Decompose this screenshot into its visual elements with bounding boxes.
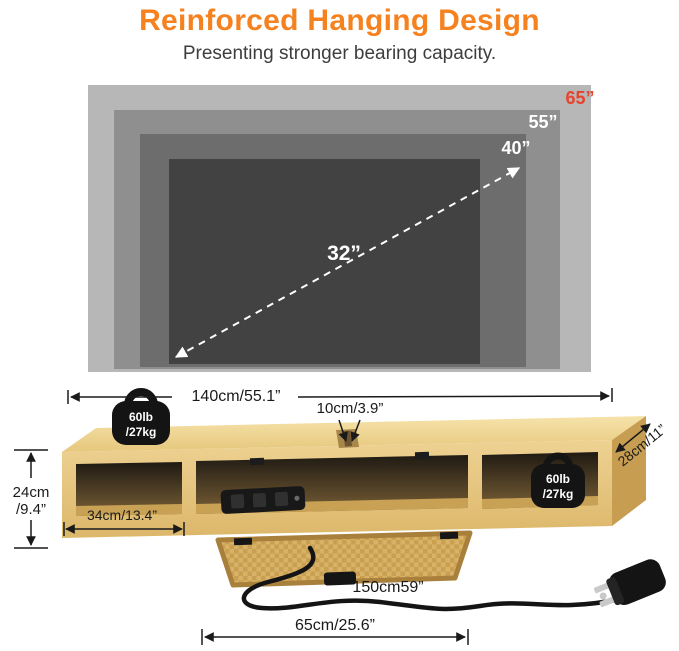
- plug-face: [606, 577, 625, 606]
- compartment-left-floor: [76, 504, 182, 516]
- dimension-center-gap: 10cm/3.9”: [317, 400, 384, 442]
- weight-label-line1: 60lb: [546, 472, 570, 486]
- dimension-height: 24cm /9.4”: [13, 449, 50, 549]
- weight-body: [531, 464, 585, 508]
- weight-icon-right: 60lb /27kg: [531, 452, 585, 508]
- compartment-middle: [196, 451, 468, 514]
- page-title: Reinforced Hanging Design: [139, 4, 540, 37]
- dim-label-height-line2: /9.4”: [16, 501, 46, 518]
- power-strip-led: [294, 495, 300, 501]
- hinge-bracket-right: [414, 451, 430, 460]
- dim-arrow: [615, 423, 651, 453]
- dim-label-center-gap: 10cm/3.9”: [317, 400, 384, 417]
- compartment-left: [76, 462, 182, 516]
- hinge-bracket-left: [249, 457, 265, 466]
- door-hinge-right: [439, 531, 459, 540]
- tv-size-diagram: 65” 55” 40” 32”: [88, 85, 595, 372]
- plug-prong: [599, 596, 616, 608]
- door-panel: [215, 530, 473, 588]
- power-strip: [220, 486, 306, 514]
- dimension-door-width: 65cm/25.6”: [201, 617, 469, 645]
- dim-label-door-width: 65cm/25.6”: [295, 617, 375, 634]
- weight-icon-left: 60lb /27kg: [112, 388, 170, 445]
- page-subtitle: Presenting stronger bearing capacity.: [182, 43, 497, 64]
- power-plug: [593, 559, 666, 608]
- header: Reinforced Hanging Design Presenting str…: [0, 4, 679, 65]
- dimension-total-width: 140cm/55.1”: [67, 386, 613, 405]
- plug-prong: [593, 582, 611, 594]
- door-clasp: [323, 571, 357, 586]
- power-strip-outlet: [274, 491, 289, 507]
- tv-rect-32: [169, 159, 480, 364]
- tv-label-65: 65”: [565, 88, 594, 108]
- plug-body: [609, 559, 666, 605]
- dim-label-height-line1: 24cm: [13, 484, 50, 501]
- tv-diagonal-arrow: [174, 167, 521, 358]
- dim-arrow: [297, 391, 610, 401]
- power-strip-outlet: [230, 494, 245, 509]
- weight-label-line2: /27kg: [126, 425, 157, 439]
- dim-label-total-width: 140cm/55.1”: [192, 388, 281, 405]
- dim-leader: [350, 419, 361, 442]
- tv-label-32: 32”: [327, 242, 361, 265]
- dim-label-cord: 150cm59”: [352, 579, 423, 596]
- plug-ground-pin: [599, 592, 607, 600]
- compartment-left-interior: [76, 462, 182, 516]
- dimension-cord-length: 150cm59”: [352, 579, 423, 596]
- tv-label-55: 55”: [528, 112, 557, 132]
- dim-leader: [338, 419, 348, 442]
- power-cord: [241, 545, 619, 612]
- dim-label-chip: [176, 386, 296, 405]
- door-hinge-left: [233, 537, 253, 546]
- tv-label-40: 40”: [501, 138, 530, 158]
- dimension-compartment-width: 34cm/13.4”: [63, 507, 185, 536]
- dim-label-compartment: 34cm/13.4”: [87, 507, 157, 523]
- power-strip-outlet: [252, 492, 267, 508]
- weight-label-line1: 60lb: [129, 410, 153, 424]
- weight-label-line2: /27kg: [543, 487, 574, 501]
- flip-down-door: [215, 530, 473, 588]
- weight-body: [112, 401, 170, 445]
